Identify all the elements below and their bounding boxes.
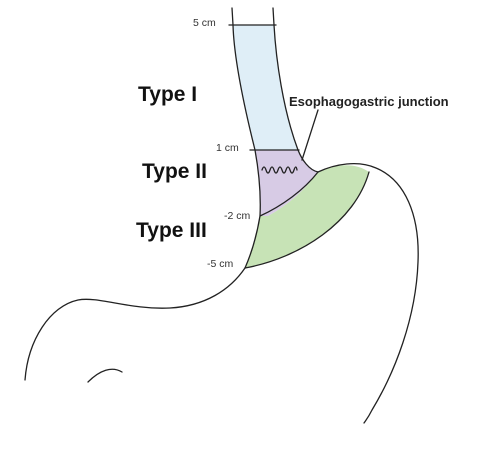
z-line-wavy bbox=[261, 166, 298, 174]
stomach-lesser-curvature bbox=[24, 267, 246, 381]
stomach-greater-curvature bbox=[317, 162, 419, 424]
marker-1cm: 1 cm bbox=[216, 142, 239, 154]
marker-minus5cm: -5 cm bbox=[207, 258, 234, 270]
esophagus-right-wall bbox=[272, 7, 319, 173]
marker-5cm: 5 cm bbox=[193, 17, 216, 29]
type-i-region bbox=[233, 25, 298, 150]
marker-minus2cm: -2 cm bbox=[224, 210, 251, 222]
esophagus-left-wall bbox=[231, 7, 261, 269]
level-line-minus5cm bbox=[244, 171, 370, 269]
type-ii-label: Type II bbox=[142, 160, 207, 183]
stomach-antrum-curve bbox=[87, 368, 123, 383]
type-i-label: Type I bbox=[138, 83, 197, 106]
egj-label: Esophagogastric junction bbox=[289, 94, 449, 109]
egj-pointer-line bbox=[301, 109, 319, 161]
level-line-minus2cm bbox=[259, 171, 319, 217]
type-iii-region bbox=[245, 165, 369, 268]
type-ii-region bbox=[255, 150, 318, 216]
type-iii-label: Type III bbox=[136, 219, 207, 242]
